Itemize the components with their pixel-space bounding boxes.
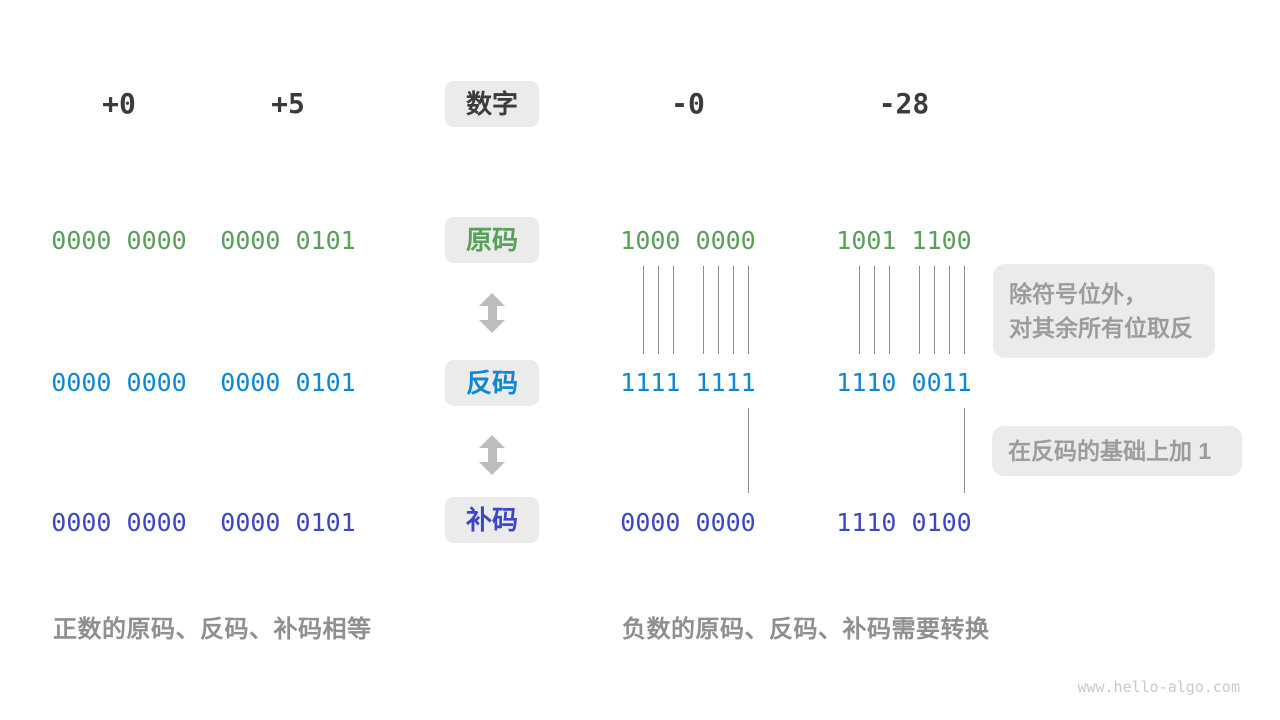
arrow-head-down xyxy=(479,462,505,475)
ones-complement-pos-zero: 0000 0000 xyxy=(51,368,187,397)
add-one-line-neg-28 xyxy=(964,408,965,493)
note-invert-line2: 对其余所有位取反 xyxy=(1009,315,1193,341)
note-invert-bits: 除符号位外， 对其余所有位取反 xyxy=(993,264,1215,358)
number-neg-zero: -0 xyxy=(671,87,705,120)
arrow-shaft xyxy=(487,306,497,320)
updown-arrow-icon xyxy=(479,293,505,333)
number-pos-five: +5 xyxy=(271,87,305,120)
arrow-head-up xyxy=(479,293,505,306)
add-one-line-neg-zero xyxy=(748,408,749,493)
sign-magnitude-pos-five: 0000 0101 xyxy=(220,226,356,255)
ones-complement-neg-zero: 1111 1111 xyxy=(620,368,756,397)
twos-complement-pos-five: 0000 0101 xyxy=(220,508,356,537)
arrow-head-up xyxy=(479,435,505,448)
sign-magnitude-pos-zero: 0000 0000 xyxy=(51,226,187,255)
label-twos-complement: 补码 xyxy=(445,497,539,543)
site-watermark: www.hello-algo.com xyxy=(1077,678,1240,696)
ones-complement-neg-28: 1110 0011 xyxy=(836,368,972,397)
arrow-head-down xyxy=(479,320,505,333)
arrow-shaft xyxy=(487,448,497,462)
number-pos-zero: +0 xyxy=(102,87,136,120)
note-add-one: 在反码的基础上加 1 xyxy=(992,426,1242,476)
label-sign-magnitude: 原码 xyxy=(445,217,539,263)
sign-magnitude-neg-28: 1001 1100 xyxy=(836,226,972,255)
note-invert-line1: 除符号位外， xyxy=(1009,281,1147,307)
ones-complement-pos-five: 0000 0101 xyxy=(220,368,356,397)
twos-complement-neg-28: 1110 0100 xyxy=(836,508,972,537)
updown-arrow-icon xyxy=(479,435,505,475)
caption-positive-numbers: 正数的原码、反码、补码相等 xyxy=(53,616,372,643)
label-ones-complement: 反码 xyxy=(445,360,539,406)
caption-negative-numbers: 负数的原码、反码、补码需要转换 xyxy=(622,616,990,643)
number-neg-28: -28 xyxy=(878,87,930,120)
twos-complement-pos-zero: 0000 0000 xyxy=(51,508,187,537)
sign-magnitude-neg-zero: 1000 0000 xyxy=(620,226,756,255)
label-number: 数字 xyxy=(445,81,539,127)
twos-complement-neg-zero: 0000 0000 xyxy=(620,508,756,537)
